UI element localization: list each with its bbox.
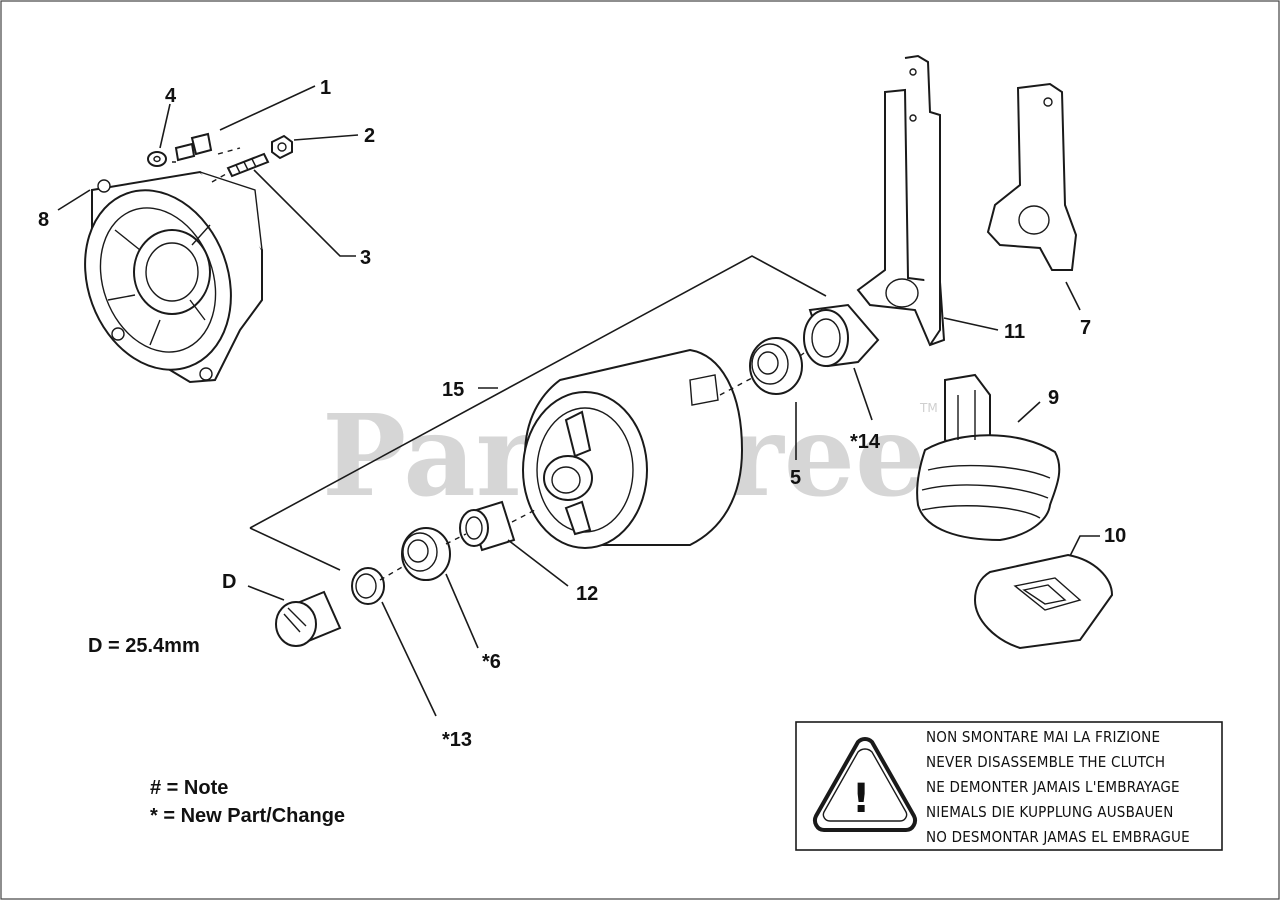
warning-label: ! NON SMONTARE MAI LA FRIZIONE NEVER DIS… <box>795 721 1223 851</box>
callout-3: 3 <box>360 247 371 269</box>
part-9-boot <box>916 373 1061 542</box>
part-4-washer <box>147 151 167 167</box>
dimension-note: D = 25.4mm <box>88 635 200 657</box>
part-2-nut <box>271 134 293 160</box>
watermark-tm: TM <box>919 401 938 415</box>
part-5-bearing <box>749 337 803 395</box>
legend-new-part: * = New Part/Change <box>150 805 345 827</box>
callout-labels: 1 2 3 4 5 *6 7 8 9 10 11 12 *13 *14 15 D <box>38 77 1126 751</box>
part-14-collar <box>803 303 880 368</box>
part-7-bracket <box>986 82 1078 271</box>
callout-11: 11 <box>1004 321 1025 343</box>
part-1-bolt <box>174 132 213 162</box>
callout-4: 4 <box>165 85 177 107</box>
callout-12: 12 <box>576 583 598 605</box>
callout-5: 5 <box>790 467 801 489</box>
callout-7: 7 <box>1080 317 1091 339</box>
part-3-stud <box>226 152 270 178</box>
warning-triangle-icon: ! <box>813 737 917 832</box>
part-11-lever <box>856 54 946 347</box>
part-8-housing <box>84 170 263 384</box>
warning-line-en: NEVER DISASSEMBLE THE CLUTCH <box>926 753 1165 771</box>
callout-8: 8 <box>38 209 49 231</box>
center-lines <box>172 147 809 581</box>
warning-symbol: ! <box>852 776 870 822</box>
callout-d: D <box>222 571 236 593</box>
callout-1: 1 <box>320 77 331 99</box>
warning-line-it: NON SMONTARE MAI LA FRIZIONE <box>926 728 1160 746</box>
callout-13: *13 <box>442 729 472 751</box>
warning-line-de: NIEMALS DIE KUPPLUNG AUSBAUEN <box>926 803 1174 821</box>
callout-14: *14 <box>850 431 881 453</box>
part-12-sleeve <box>459 500 516 552</box>
leader-lines <box>57 85 1100 717</box>
part-13-seal <box>351 567 385 605</box>
callout-6: *6 <box>482 651 501 673</box>
callout-9: 9 <box>1048 387 1059 409</box>
warning-line-es: NO DESMONTAR JAMAS EL EMBRAGUE <box>926 828 1190 846</box>
assembly-bracket-15 <box>249 255 827 571</box>
warning-line-fr: NE DEMONTER JAMAIS L'EMBRAYAGE <box>926 778 1180 796</box>
part-15-clutch-drum <box>522 348 744 549</box>
callout-10: 10 <box>1104 525 1126 547</box>
part-10-cover <box>973 553 1114 650</box>
legend-note: # = Note <box>150 777 228 799</box>
callout-15: 15 <box>442 379 464 401</box>
callout-2: 2 <box>364 125 375 147</box>
part-d-shaft <box>275 590 342 647</box>
part-6-bearing <box>401 527 451 581</box>
